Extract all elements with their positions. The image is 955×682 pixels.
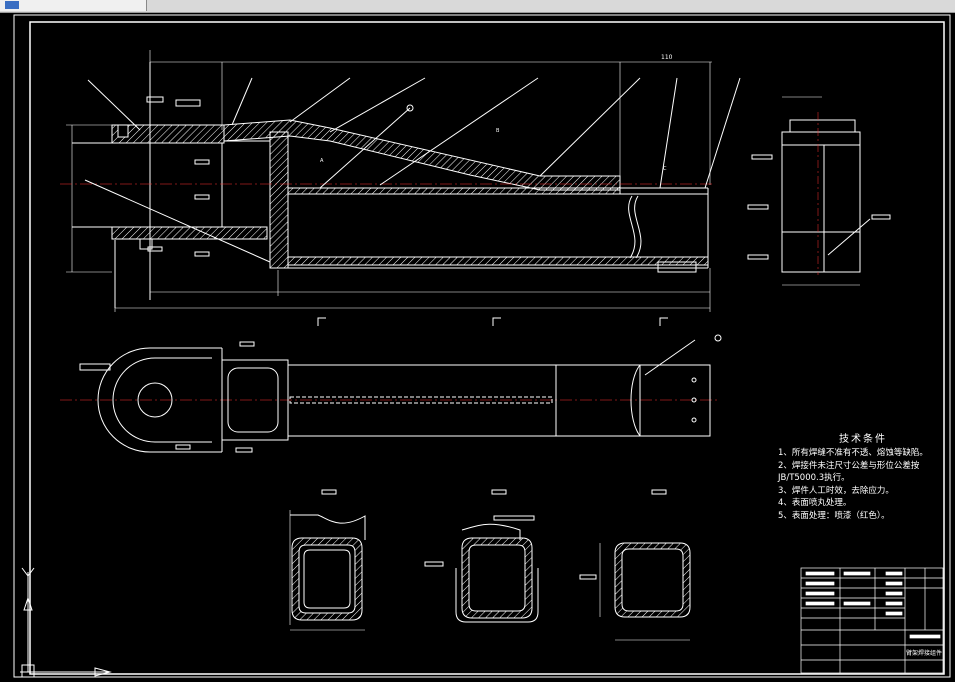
side-view	[747, 96, 891, 286]
dim-110: 110	[661, 54, 673, 61]
section-b-label: B	[496, 128, 500, 134]
plan-view	[60, 334, 722, 453]
section-a-label: A	[320, 158, 324, 164]
ucs-axis-icon	[20, 567, 112, 678]
tech-requirement-item: 3、焊件人工时效，去除应力。	[778, 485, 894, 496]
inner-border	[29, 21, 945, 675]
title-block-name: 臂架焊接组件	[906, 649, 942, 657]
tech-requirement-item: 1、所有焊缝不准有不透、熔蚀等缺陷。	[778, 448, 928, 458]
tech-requirement-item: JB/T5000.3执行。	[778, 473, 850, 483]
section-c-label: C	[663, 166, 667, 172]
section-c	[579, 489, 691, 641]
section-b	[424, 489, 539, 623]
tech-requirement-item: 2、焊接件未注尺寸公差与形位公差按	[778, 460, 920, 471]
tech-requirement-item: 4、表面喷丸处理。	[778, 498, 852, 508]
section-a	[289, 489, 366, 631]
elevation-view: 110	[60, 50, 741, 326]
drawing-file-icon	[5, 1, 19, 9]
tech-requirements-title: 技术条件	[839, 434, 887, 445]
title-block: 臂架焊接组件	[800, 567, 944, 674]
outer-border	[13, 14, 951, 678]
window-tab-bar	[0, 0, 955, 13]
drawing-tab[interactable]	[0, 0, 147, 11]
tech-requirement-item: 5、表面处理：喷漆（红色）。	[778, 510, 890, 521]
technical-requirements: 技术条件 1、所有焊缝不准有不透、熔蚀等缺陷。 2、焊接件未注尺寸公差与形位公差…	[778, 430, 948, 522]
